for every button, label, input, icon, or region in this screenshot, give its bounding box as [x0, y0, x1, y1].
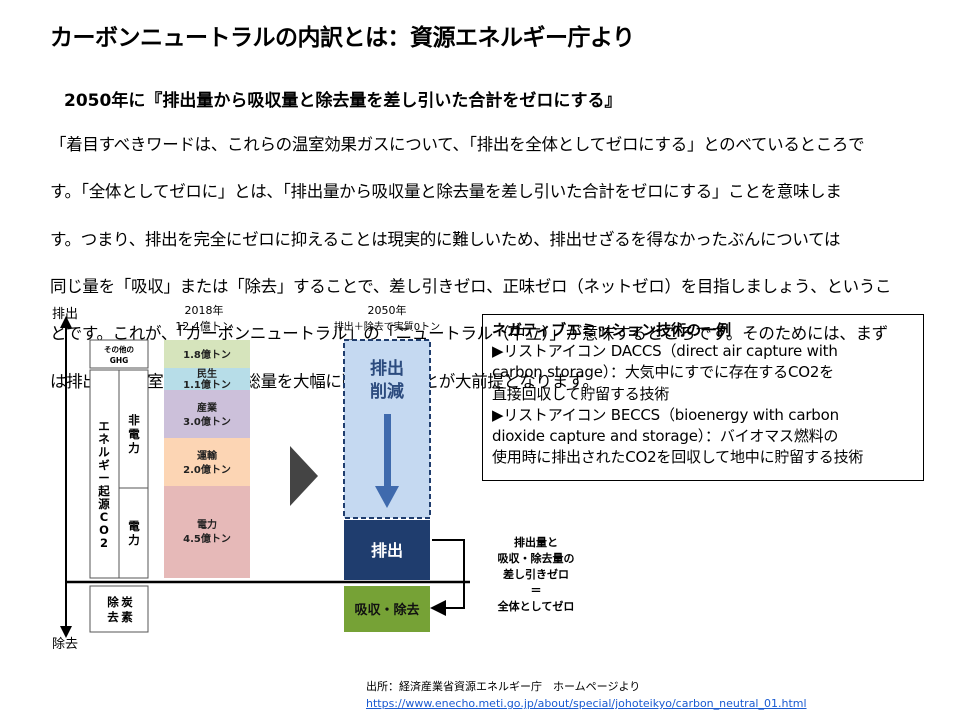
segment-label: 電力: [197, 518, 217, 531]
energy-co2-char: ー: [98, 471, 110, 485]
energy-co2-char: C: [100, 510, 108, 524]
segment-label: 民生: [197, 367, 217, 380]
net-zero-line: ＝: [531, 584, 542, 597]
reduction-label-1: 排出: [370, 358, 404, 379]
source-citation: 出所：経済産業省資源エネルギー庁 ホームページより https://www.en…: [366, 678, 807, 712]
other-ghg-box: [89, 339, 149, 369]
remaining-emission-label: 排出: [371, 541, 403, 560]
reduction-arrow-down-icon: [375, 486, 399, 508]
body-line: 同じ量を「吸収」または「除去」することで、差し引きゼロ、正味ゼロ（ネットゼロ）を…: [50, 276, 892, 296]
other-ghg-label-2: GHG: [110, 356, 129, 365]
negative-emission-line: dioxide capture and storage）：バイオマス燃料の: [492, 427, 839, 446]
source-text: 出所：経済産業省資源エネルギー庁 ホームページより: [366, 680, 641, 693]
non-power-char: 電: [128, 427, 140, 441]
carbon-neutral-diagram: 排出 除去 2018年 12.4億トン その他の GHG エ ネ ル ギ ー 起…: [52, 303, 470, 652]
absorption-removal-label: 吸収・除去: [354, 602, 419, 618]
total-2018-label: 12.4億トン: [175, 320, 233, 333]
energy-co2-char: エ: [98, 419, 110, 433]
segment-label: 産業: [197, 401, 218, 414]
body-line: とです。これが、「カーボンニュートラル」の「ニュートラル（中立）」が意味するとこ…: [50, 324, 888, 344]
segment-value: 1.1億トン: [183, 378, 231, 391]
transition-arrow-icon: [290, 446, 318, 506]
net-zero-line: 全体としてゼロ: [497, 599, 575, 613]
year-2018-label: 2018年: [185, 303, 224, 317]
axis-label-removal: 除去: [52, 637, 78, 652]
body-line: 「着目すべきワードは、これらの温室効果ガスについて、「排出を全体としてゼロにする…: [50, 134, 865, 154]
carbon-sink-char: 素: [121, 610, 133, 624]
segment-value: 2.0億トン: [183, 463, 231, 476]
carbon-sink-char: 炭: [121, 595, 133, 609]
net-zero-annotation: 排出量と 吸収・除去量の 差し引きゼロ ＝ 全体としてゼロ: [497, 535, 575, 613]
reduction-label-2: 削減: [370, 381, 404, 402]
body-line: す。つまり、排出を完全にゼロに抑えることは現実的に難しいため、排出せざるを得なか…: [50, 229, 841, 249]
segment-transport: [164, 438, 250, 486]
power-char: 電: [128, 519, 140, 533]
negative-emission-line: carbon storage）：大気中にすでに存在するCO2を: [492, 363, 834, 382]
non-power-char: 非: [128, 413, 140, 427]
segment-value: 4.5億トン: [183, 532, 231, 545]
net-zero-line: 差し引きゼロ: [503, 567, 569, 581]
energy-co2-char: O: [99, 523, 109, 537]
carbon-sink-box: [89, 585, 149, 633]
net-zero-note: 排出＋除去で実質0トン: [334, 320, 440, 333]
body-line: す。「全体としてゼロに」とは、「排出量から吸収量と除去量を差し引いた合計をゼロに…: [50, 182, 842, 202]
segment-other-ghg: [164, 340, 250, 368]
source-link[interactable]: https://www.enecho.meti.go.jp/about/spec…: [366, 697, 807, 710]
negative-emission-line: ▶リストアイコン BECCS（bioenergy with carbon: [492, 405, 839, 424]
other-ghg-label-1: その他の: [104, 344, 134, 354]
axis-arrow-up-icon: [60, 316, 72, 328]
body-paragraph: 「着目すべきワードは、これらの温室効果ガスについて、「排出を全体としてゼロにする…: [50, 109, 920, 393]
energy-co2-char: ギ: [98, 458, 110, 472]
segment-residential: [164, 368, 250, 390]
bracket-arrow-icon: [430, 539, 465, 616]
power-char: 力: [128, 533, 140, 547]
segment-value: 3.0億トン: [183, 415, 231, 428]
segment-label: 1.8億トン: [183, 348, 231, 361]
energy-co2-char: ネ: [98, 432, 110, 446]
absorption-removal-bar: [344, 586, 430, 632]
energy-co2-char: ル: [98, 445, 110, 459]
energy-co2-char: 2: [100, 536, 108, 550]
energy-co2-char: 起: [97, 484, 110, 498]
reduction-arrow-shaft: [384, 414, 391, 488]
segment-industry: [164, 390, 250, 438]
negative-emission-box: ネガティブエミッション技術の一例 ▶リストアイコン DACCS（direct a…: [482, 314, 924, 481]
subtitle: 2050年に『排出量から吸収量と除去量を差し引いた合計をゼロにする』: [64, 91, 622, 111]
axis-label-emission: 排出: [52, 307, 78, 322]
segment-power: [164, 486, 250, 578]
energy-co2-char: 源: [97, 497, 110, 511]
page-title: カーボンニュートラルの内訳とは：資源エネルギー庁より: [50, 25, 635, 51]
carbon-sink-char: 除: [107, 595, 119, 609]
non-power-char: 力: [128, 441, 140, 455]
bar-2018: [164, 340, 250, 578]
net-zero-line: 排出量と: [514, 535, 558, 549]
negative-emission-line: ▶リストアイコン DACCS（direct air capture with: [492, 342, 838, 361]
axis-arrow-down-icon: [60, 626, 72, 638]
segment-label: 運輸: [197, 449, 218, 462]
negative-emission-line: 直接回収して貯留する技術: [492, 384, 670, 403]
negative-emission-heading: ネガティブエミッション技術の一例: [492, 321, 732, 339]
carbon-sink-char: 去: [107, 610, 119, 624]
negative-emission-line: 使用時に排出されたCO2を回収して地中に貯留する技術: [492, 448, 864, 467]
year-2050-label: 2050年: [368, 303, 407, 317]
net-zero-line: 吸収・除去量の: [498, 551, 575, 565]
remaining-emission-bar: [344, 520, 430, 580]
